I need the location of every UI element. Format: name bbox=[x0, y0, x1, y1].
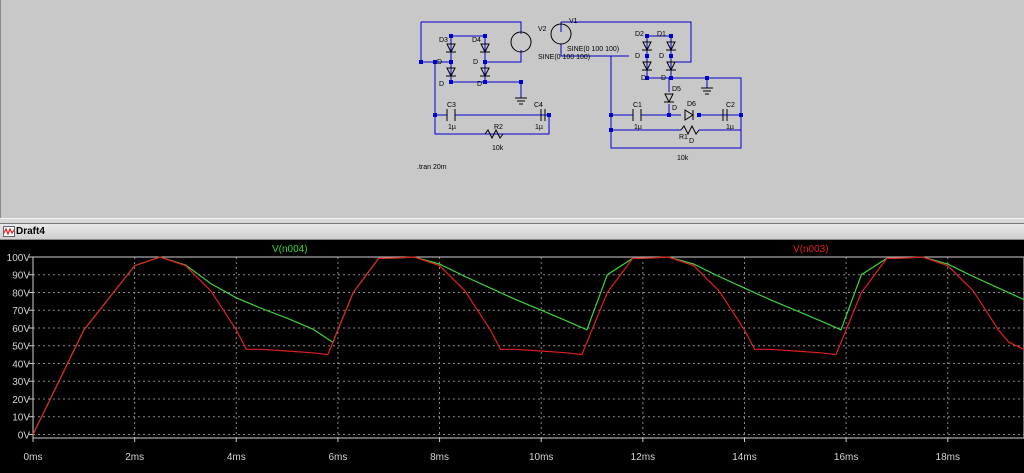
x-tick-label: 4ms bbox=[227, 452, 246, 463]
y-tick-label: 50V bbox=[12, 342, 30, 353]
left-circuit-labels: V2 SINE(0 100 100) D3 D4 D D D D C3 1µ C… bbox=[437, 26, 590, 152]
r1-value: 10k bbox=[677, 155, 689, 162]
y-tick-label: 0V bbox=[18, 430, 31, 441]
y-axis-ticks: 100V 90V 80V 70V 60V 50V 40V 30V 20V 10V 0V bbox=[7, 253, 33, 441]
waveform-plot[interactable]: 100V 90V 80V 70V 60V 50V 40V 30V 20V 10V 0V 0ms 2ms… bbox=[0, 240, 1024, 473]
d5-sub-label: D bbox=[672, 105, 677, 112]
waveform-window-titlebar[interactable]: Draft4 bbox=[0, 224, 1024, 240]
c3-label: C3 bbox=[447, 102, 456, 109]
c1-label: C1 bbox=[633, 102, 642, 109]
y-tick-label: 100V bbox=[7, 253, 31, 264]
v1-label: V1 bbox=[569, 18, 578, 25]
c3-value: 1µ bbox=[448, 124, 456, 131]
r2-label: R2 bbox=[494, 124, 503, 131]
d-small-label: D bbox=[635, 53, 640, 60]
trace-layer bbox=[32, 256, 1024, 435]
y-tick-label: 30V bbox=[12, 377, 30, 388]
d-small-label: D bbox=[473, 59, 478, 66]
x-tick-label: 8ms bbox=[430, 452, 449, 463]
d6-sub-label: D bbox=[689, 138, 694, 145]
r1-label: R1 bbox=[679, 134, 688, 141]
tran-directive[interactable]: .tran 20m bbox=[417, 164, 447, 171]
right-circuit-labels: V1 SINE(0 100 100) D2 D1 D D D D D5 D D6… bbox=[567, 18, 735, 162]
schematic-canvas[interactable]: V2 SINE(0 100 100) D3 D4 D D D D C3 1µ C… bbox=[1, 0, 1024, 218]
d-small-label: D bbox=[437, 59, 442, 66]
window-title: Draft4 bbox=[16, 226, 45, 237]
v2-value: SINE(0 100 100) bbox=[538, 54, 590, 61]
d-label: D bbox=[439, 81, 444, 88]
d-label: D bbox=[661, 75, 666, 82]
c1-value: 1µ bbox=[634, 124, 642, 131]
y-tick-label: 20V bbox=[12, 395, 30, 406]
pane-splitter[interactable] bbox=[0, 218, 1024, 224]
c2-label: C2 bbox=[726, 102, 735, 109]
junction-dots bbox=[419, 34, 743, 132]
trace-label-v-n004[interactable]: V(n004) bbox=[272, 244, 308, 255]
x-tick-label: 10ms bbox=[529, 452, 553, 463]
schematic-editor[interactable]: V2 SINE(0 100 100) D3 D4 D D D D C3 1µ C… bbox=[0, 0, 1024, 218]
y-tick-label: 70V bbox=[12, 306, 30, 317]
x-tick-label: 18ms bbox=[936, 452, 960, 463]
x-tick-label: 6ms bbox=[328, 452, 347, 463]
trace-v-n004[interactable] bbox=[32, 256, 1024, 435]
d4-label: D4 bbox=[472, 37, 481, 44]
d2-label: D2 bbox=[635, 31, 644, 38]
d-label: D bbox=[477, 81, 482, 88]
y-tick-label: 10V bbox=[12, 413, 30, 424]
x-tick-label: 12ms bbox=[631, 452, 655, 463]
y-tick-label: 60V bbox=[12, 324, 30, 335]
d5-label: D5 bbox=[672, 86, 681, 93]
trace-v-n003[interactable] bbox=[32, 256, 1024, 435]
plot-area-border bbox=[32, 256, 1024, 439]
v1-value: SINE(0 100 100) bbox=[567, 46, 619, 53]
x-tick-label: 2ms bbox=[125, 452, 144, 463]
right-circuit-wires bbox=[560, 21, 742, 149]
d-label: D bbox=[641, 75, 646, 82]
v2-label: V2 bbox=[538, 26, 547, 33]
x-tick-label: 14ms bbox=[732, 452, 756, 463]
waveform-icon bbox=[3, 226, 15, 237]
c4-value: 1µ bbox=[535, 124, 543, 131]
plot-frame bbox=[32, 256, 1024, 439]
waveform-plot-pane[interactable]: 100V 90V 80V 70V 60V 50V 40V 30V 20V 10V 0V 0ms 2ms… bbox=[0, 240, 1024, 473]
plot-grid bbox=[33, 256, 1024, 438]
x-axis-ticks: 0ms 2ms 4ms 6ms 8ms 10ms 12ms 14ms 16ms 18ms bbox=[24, 438, 960, 463]
x-tick-label: 0ms bbox=[24, 452, 43, 463]
c4-label: C4 bbox=[534, 102, 543, 109]
d3-label: D3 bbox=[439, 37, 448, 44]
c2-value: 1µ bbox=[726, 124, 734, 131]
d1-label: D1 bbox=[657, 31, 666, 38]
x-tick-label: 16ms bbox=[834, 452, 858, 463]
y-tick-label: 90V bbox=[12, 271, 30, 282]
schematic-components bbox=[446, 23, 728, 140]
y-tick-label: 80V bbox=[12, 288, 30, 299]
r2-value: 10k bbox=[492, 145, 504, 152]
y-tick-label: 40V bbox=[12, 359, 30, 370]
d6-label: D6 bbox=[687, 101, 696, 108]
d-small-label: D bbox=[659, 53, 664, 60]
trace-label-v-n003[interactable]: V(n003) bbox=[793, 244, 829, 255]
